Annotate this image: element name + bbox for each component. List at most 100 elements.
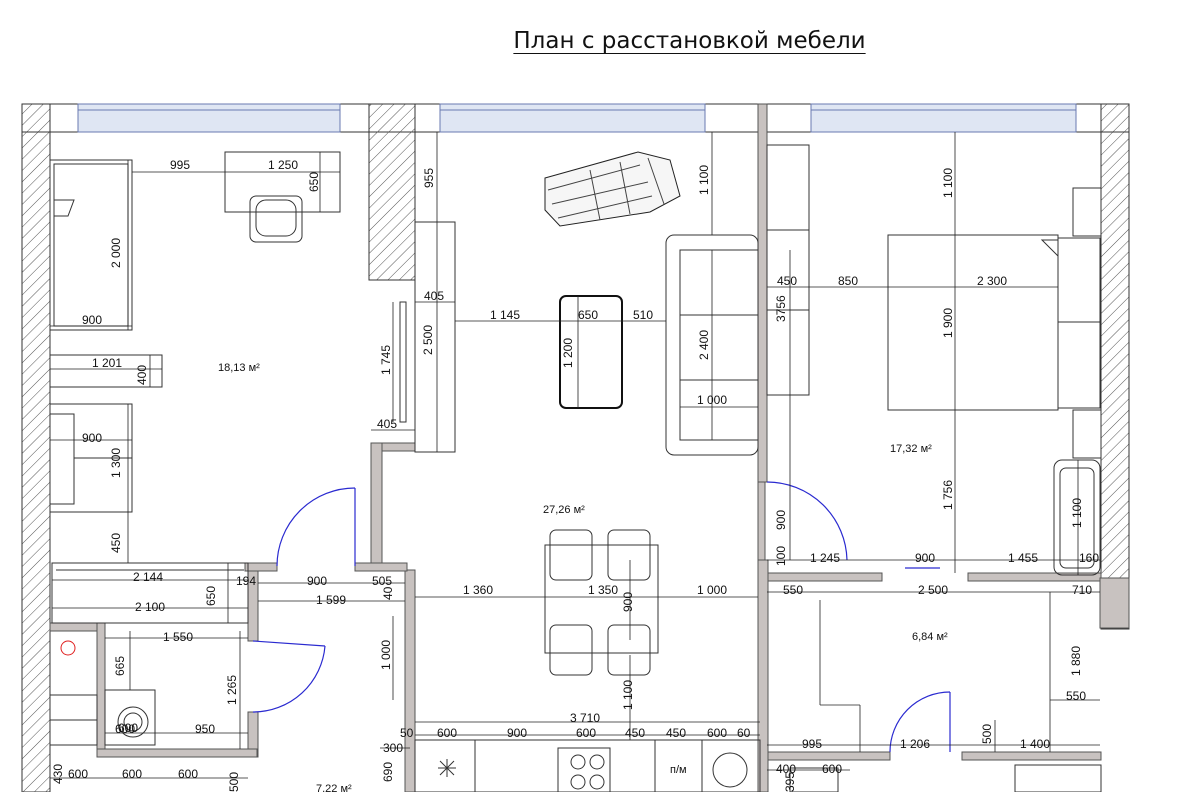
dim-label: 1 250 (268, 158, 298, 172)
dim-label: 1 245 (810, 551, 840, 565)
dim-label: 60 (737, 726, 751, 740)
dim-label: 665 (113, 656, 127, 676)
sofa-center (665, 234, 759, 456)
dim-label: 1 756 (941, 480, 955, 510)
dim-label: 405 (377, 417, 397, 431)
area-bedroom-left: 18,13 м² (218, 362, 260, 374)
area-living: 27,26 м² (543, 504, 585, 516)
area-room-small: 6,84 м² (912, 631, 948, 643)
dim-label: 510 (633, 308, 653, 322)
dim-label: 2 000 (109, 238, 123, 268)
dim-label: 600 (437, 726, 457, 740)
dimension-texts: 995 1 250 650 955 2 000 900 1 201 400 40… (51, 158, 1099, 792)
dim-label: 1 000 (379, 640, 393, 670)
area-bedroom-right: 17,32 м² (890, 443, 932, 455)
dim-label: 1 880 (1069, 646, 1083, 676)
chest-left (49, 354, 163, 388)
dim-label: 1 100 (941, 168, 955, 198)
dim-label: 650 (578, 308, 598, 322)
area-labels: 18,13 м² 27,26 м² 17,32 м² 6,84 м² 7,22 … (218, 362, 948, 792)
dim-label: 900 (307, 574, 327, 588)
dim-label: 3 710 (570, 711, 600, 725)
desk-left (224, 151, 341, 243)
dim-label: 450 (625, 726, 645, 740)
dim-label: 900 (507, 726, 527, 740)
doors (252, 481, 951, 753)
tv-unit (399, 221, 456, 453)
dim-label: 600 (576, 726, 596, 740)
coffee-table (559, 295, 623, 409)
wardrobe-left (51, 562, 249, 624)
dim-label: 2 100 (135, 600, 165, 614)
appliance-label: п/м (670, 764, 687, 776)
dim-label: 100 (774, 546, 788, 566)
dim-label: 40 (381, 586, 395, 600)
dim-label: 2 300 (977, 274, 1007, 288)
shelving-right (766, 144, 810, 396)
dim-label: 1 350 (588, 583, 618, 597)
dim-label: 2 400 (697, 330, 711, 360)
dim-label: 430 (51, 764, 65, 784)
dim-label: 600 (822, 762, 842, 776)
dim-label: 3756 (774, 295, 788, 322)
dim-label: 955 (422, 168, 436, 188)
nightstands (1072, 187, 1102, 459)
page-title: План с расстановкой мебели (513, 28, 866, 54)
dim-label: 1 550 (163, 630, 193, 644)
dim-label: 1 000 (697, 393, 727, 407)
dim-label: 1 000 (697, 583, 727, 597)
dim-label: 950 (195, 722, 215, 736)
dim-label: 600 (707, 726, 727, 740)
dim-label: 900 (82, 313, 102, 327)
dim-label: 1 455 (1008, 551, 1038, 565)
dim-label: 1 100 (697, 165, 711, 195)
dim-label: 600 (118, 721, 138, 735)
dim-label: 900 (621, 592, 635, 612)
dim-label: 600 (115, 722, 135, 736)
armchair-right (1053, 459, 1101, 576)
dim-label: 194 (236, 574, 256, 588)
bath-fixtures (49, 640, 156, 746)
dim-label: 2 500 (421, 325, 435, 355)
dim-label: 900 (774, 510, 788, 530)
dim-label: 400 (776, 762, 796, 776)
dim-label: 450 (777, 274, 797, 288)
dim-label: 650 (204, 586, 218, 606)
dim-label: 1 360 (463, 583, 493, 597)
dim-label: 1 100 (621, 680, 635, 710)
dim-label: 1 206 (900, 737, 930, 751)
lounge-chair (544, 151, 681, 227)
dim-label: 995 (802, 737, 822, 751)
dim-label: 600 (68, 767, 88, 781)
dim-label: 550 (1066, 689, 1086, 703)
dim-label: 500 (980, 724, 994, 744)
dim-label: 160 (1079, 551, 1099, 565)
dim-label: 850 (838, 274, 858, 288)
dim-label: 1 145 (490, 308, 520, 322)
dining-set (544, 529, 659, 676)
dim-label: 1 745 (379, 345, 393, 375)
dim-label: 1 300 (109, 448, 123, 478)
dim-label: 450 (666, 726, 686, 740)
washer (789, 764, 1102, 792)
dim-label: 710 (1072, 583, 1092, 597)
dim-label: 1 200 (561, 338, 575, 368)
dim-label: 995 (170, 158, 190, 172)
dim-label: 2 144 (133, 570, 163, 584)
dim-label: 395 (783, 772, 797, 792)
dim-label: 400 (135, 365, 149, 385)
dim-label: 1 265 (225, 675, 239, 705)
dim-label: 600 (178, 767, 198, 781)
dim-label: 1 599 (316, 593, 346, 607)
dim-label: 900 (915, 551, 935, 565)
sofa-left (49, 403, 133, 513)
windows (77, 103, 1077, 133)
dim-label: 1 201 (92, 356, 122, 370)
dimension-lines (50, 132, 1100, 779)
dim-label: 500 (227, 772, 241, 792)
dim-label: 1 900 (941, 308, 955, 338)
dim-label: 600 (122, 767, 142, 781)
dim-label: 1 400 (1020, 737, 1050, 751)
kitchen-counter (414, 739, 761, 792)
